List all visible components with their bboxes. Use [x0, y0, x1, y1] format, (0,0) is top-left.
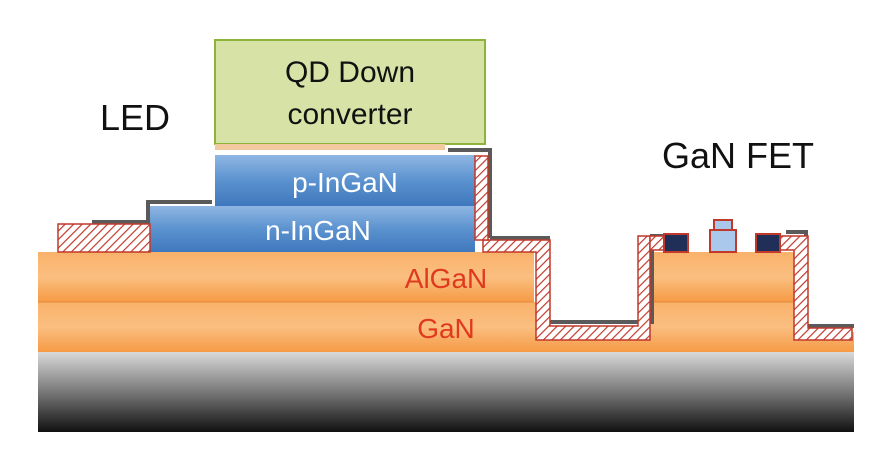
n-ingan-layer — [150, 206, 475, 252]
substrate-layer — [38, 352, 854, 432]
qd-down-converter — [214, 39, 486, 145]
n-contact-metal — [92, 200, 212, 224]
p-contact-metal — [448, 148, 492, 238]
algan-layer — [38, 252, 534, 302]
fet-source-hatch — [649, 235, 665, 251]
algan-label: AlGaN — [405, 263, 487, 294]
p-ingan-label: p-InGaN — [292, 167, 398, 198]
qd-label-line1: QD Down — [285, 56, 415, 89]
led-label: LED — [100, 97, 170, 138]
fet-label: GaN FET — [662, 135, 814, 176]
qd-bond-layer — [215, 144, 445, 150]
qd-label-line2: converter — [287, 98, 412, 131]
fet-drain-contact — [755, 233, 781, 253]
fet-source-contact — [663, 233, 689, 253]
n-ingan-label: n-InGaN — [265, 215, 371, 246]
fet-gate — [709, 229, 737, 253]
p-ingan-layer — [215, 155, 475, 206]
gan-label: GaN — [417, 313, 475, 344]
n-contact-hatch — [57, 223, 151, 253]
fet-gate-cap — [713, 219, 733, 231]
fet-drain-hatch — [779, 235, 853, 341]
p-contact-hatch — [474, 155, 489, 241]
algan-layer-fet — [650, 252, 798, 302]
